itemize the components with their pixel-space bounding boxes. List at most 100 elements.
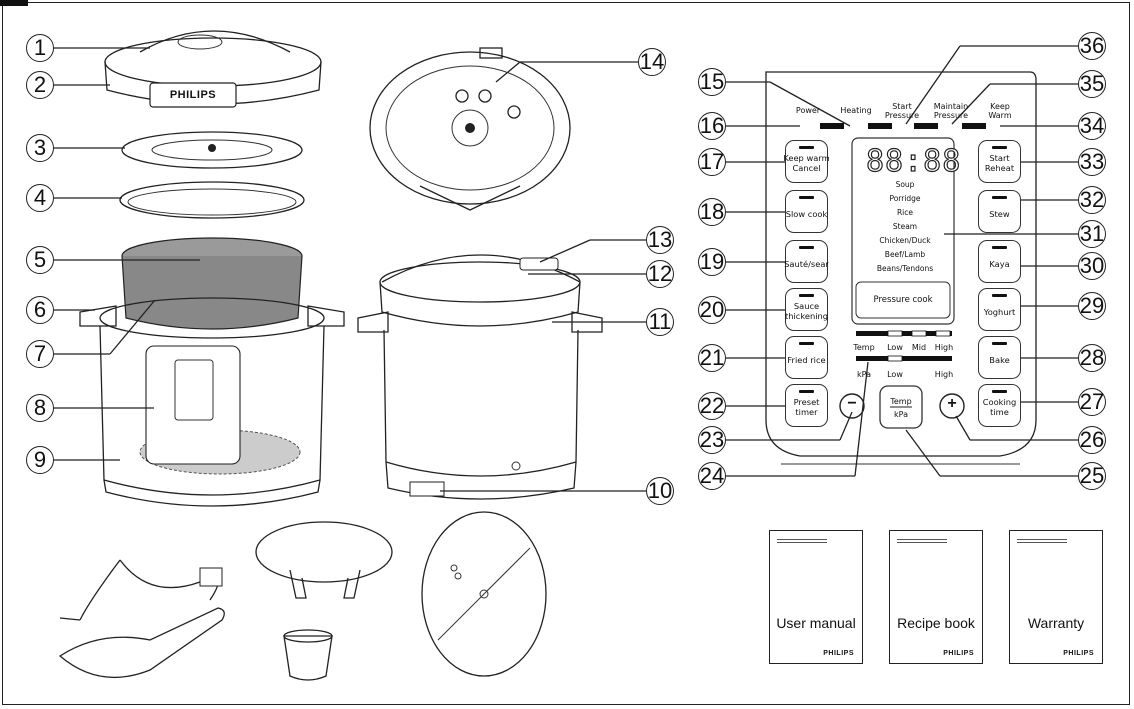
indicator-led — [992, 196, 1007, 199]
temp-kpa-button-bottom[interactable]: kPa — [894, 410, 908, 419]
booklet-brand: PHILIPS — [1063, 650, 1094, 657]
lid-brand-label: PHILIPS — [169, 89, 217, 101]
pressure-cook-button[interactable]: Pressure cook — [873, 295, 933, 305]
cooker-body-drawing — [79, 237, 345, 507]
indicator-led — [992, 294, 1007, 297]
indicator-led — [992, 390, 1007, 393]
indicator-led — [799, 390, 814, 393]
temp-low-label: Low — [887, 343, 903, 352]
menu-item: Soup — [895, 180, 915, 189]
callout-4: 4 — [26, 184, 54, 212]
indicator-heating: Heating — [840, 106, 872, 115]
recipe-book-booklet: Recipe book PHILIPS — [889, 530, 983, 664]
indicator-led — [799, 246, 814, 249]
left-button-1[interactable]: Keep warm Cancel — [783, 140, 830, 183]
left-button-3[interactable]: Sauté/sear — [784, 240, 829, 283]
accessories-drawing — [58, 511, 547, 681]
callout-15: 15 — [698, 68, 726, 96]
temp-mid-label: Mid — [911, 343, 927, 352]
left-button-6[interactable]: Preset timer — [785, 384, 828, 427]
callout-6: 6 — [26, 296, 54, 324]
button-label: Cooking time — [982, 397, 1017, 417]
callout-12: 12 — [646, 260, 674, 288]
sealing-ring-drawing — [119, 181, 305, 219]
button-label: Kaya — [989, 259, 1010, 269]
callout-36: 36 — [1078, 32, 1106, 60]
corner-tab — [0, 0, 28, 6]
left-button-4[interactable]: Sauce thickening — [785, 288, 828, 331]
indicator-power: Power — [795, 106, 821, 115]
right-button-4[interactable]: Yoghurt — [978, 288, 1021, 331]
callout-16: 16 — [698, 112, 726, 140]
closed-cooker-drawing — [357, 254, 603, 500]
outer-lid-drawing — [104, 30, 322, 108]
warranty-booklet: Warranty PHILIPS — [1009, 530, 1103, 664]
callout-27: 27 — [1078, 388, 1106, 416]
right-button-1[interactable]: Start Reheat — [978, 140, 1021, 183]
callout-19: 19 — [698, 248, 726, 276]
menu-item: Steam — [892, 222, 918, 231]
button-label: Yoghurt — [983, 307, 1016, 317]
callout-17: 17 — [698, 148, 726, 176]
booklet-title: Warranty — [1027, 615, 1085, 631]
callout-2: 2 — [26, 71, 54, 99]
left-button-2[interactable]: Slow cook — [785, 190, 828, 233]
callout-20: 20 — [698, 296, 726, 324]
callout-28: 28 — [1078, 344, 1106, 372]
right-button-6[interactable]: Cooking time — [978, 384, 1021, 427]
callout-8: 8 — [26, 394, 54, 422]
indicator-led — [799, 294, 814, 297]
user-manual-booklet: User manual PHILIPS — [769, 530, 863, 664]
button-label: Slow cook — [785, 209, 828, 219]
booklet-brand: PHILIPS — [943, 650, 974, 657]
kpa-low-label: Low — [887, 370, 903, 379]
menu-item: Beef/Lamb — [884, 250, 926, 259]
callout-23: 23 — [698, 426, 726, 454]
menu-item: Porridge — [889, 194, 921, 203]
right-button-5[interactable]: Bake — [978, 336, 1021, 379]
callout-5: 5 — [26, 246, 54, 274]
button-label: Fried rice — [787, 355, 826, 365]
callout-21: 21 — [698, 344, 726, 372]
digital-display: 88:88 — [865, 143, 962, 179]
callout-10: 10 — [646, 477, 674, 505]
callout-33: 33 — [1078, 148, 1106, 176]
callout-30: 30 — [1078, 252, 1106, 280]
indicator-start-pressure: Start Pressure — [884, 102, 920, 120]
callout-32: 32 — [1078, 186, 1106, 214]
plus-button[interactable]: + — [947, 395, 957, 412]
indicator-led — [992, 246, 1007, 249]
button-label: Keep warm Cancel — [783, 153, 830, 173]
temp-row-label: Temp — [853, 343, 875, 352]
booklet-brand: PHILIPS — [823, 650, 854, 657]
button-label: Preset timer — [793, 397, 820, 417]
button-label: Stew — [989, 209, 1010, 219]
booklet-title: User manual — [776, 615, 856, 631]
leader-lines — [54, 45, 1078, 492]
callout-14: 14 — [638, 48, 666, 76]
callout-13: 13 — [646, 226, 674, 254]
temp-kpa-button-top[interactable]: Temp — [890, 397, 912, 406]
button-label: Sauce thickening — [784, 301, 829, 321]
kpa-high-label: High — [934, 370, 954, 379]
callout-3: 3 — [26, 134, 54, 162]
indicator-led — [992, 342, 1007, 345]
right-button-2[interactable]: Stew — [978, 190, 1021, 233]
temp-high-label: High — [934, 343, 954, 352]
booklet-title: Recipe book — [897, 615, 975, 631]
minus-button[interactable]: − — [847, 395, 857, 412]
callout-1: 1 — [26, 34, 54, 62]
indicator-led — [799, 342, 814, 345]
menu-item: Chicken/Duck — [879, 236, 931, 245]
button-label: Sauté/sear — [784, 259, 829, 269]
callout-35: 35 — [1078, 70, 1106, 98]
callout-26: 26 — [1078, 426, 1106, 454]
left-button-5[interactable]: Fried rice — [785, 336, 828, 379]
callout-25: 25 — [1078, 462, 1106, 490]
right-button-3[interactable]: Kaya — [978, 240, 1021, 283]
callout-7: 7 — [26, 340, 54, 368]
button-label: Start Reheat — [984, 153, 1015, 173]
indicator-led — [992, 146, 1007, 149]
